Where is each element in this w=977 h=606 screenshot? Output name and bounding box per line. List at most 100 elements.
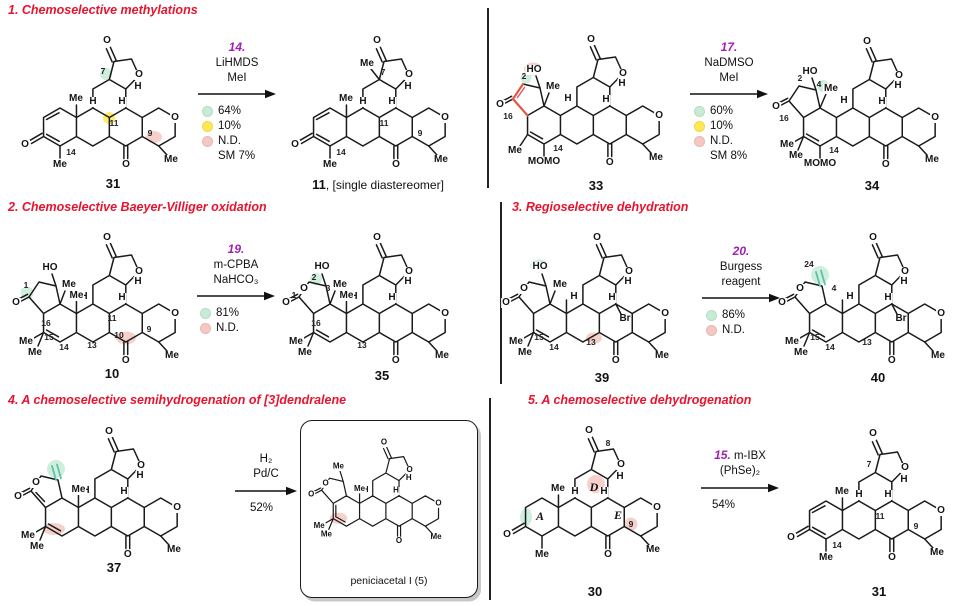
atom-label: Me	[338, 290, 355, 301]
bond-line	[51, 273, 57, 287]
locant-label: 8	[605, 437, 611, 448]
bond-line	[307, 331, 315, 347]
atom-label: O	[786, 532, 796, 543]
yield-value: 10%	[218, 120, 242, 133]
atom-label: H	[563, 93, 573, 104]
locant-label: 4	[816, 78, 822, 89]
atom-label: HO	[531, 261, 549, 272]
atom-label: O	[321, 479, 330, 488]
atom-label: Me	[166, 544, 182, 555]
atom-label: O	[20, 139, 30, 150]
yield-row: N.D.	[202, 135, 241, 147]
atom-label: O	[495, 99, 505, 110]
bond-line	[325, 518, 334, 524]
locant-label: 13	[87, 339, 97, 350]
atom-label: O	[930, 111, 941, 123]
compound-number-40: 40	[870, 370, 886, 385]
atom-label: Me	[433, 154, 449, 165]
atom-label: O	[660, 307, 671, 319]
atom-label: O	[372, 35, 382, 46]
yield-note: 54%	[712, 498, 736, 511]
yield-dot	[200, 307, 211, 319]
atom-label: O	[894, 69, 904, 81]
atom-label: O	[868, 428, 878, 439]
atom-label: H	[405, 473, 413, 483]
bond-line	[329, 290, 336, 305]
atom-label: Me	[338, 93, 354, 104]
bond-line	[647, 341, 658, 352]
step-line: 15. m-IBX	[714, 448, 766, 464]
atom-label: Me	[507, 145, 523, 156]
bond-line	[541, 273, 547, 287]
atom-label: O	[290, 139, 300, 150]
atom-label: O	[936, 504, 946, 516]
structure-overlay	[33, 273, 168, 352]
atom-label: Me	[793, 347, 809, 358]
atom-label: H	[617, 78, 627, 89]
structure-overlay	[511, 75, 652, 157]
reagent: m-CPBA	[213, 258, 259, 271]
atom-label: H	[877, 96, 887, 107]
atom-label: O	[121, 159, 131, 170]
bond-line	[615, 303, 622, 315]
bond-line	[427, 145, 438, 156]
bond-line	[793, 135, 805, 143]
atom-label: O	[584, 425, 594, 436]
locant-label: 13	[586, 336, 596, 347]
bond-line	[805, 133, 820, 142]
yield-value: 81%	[216, 307, 240, 320]
atom-label: O	[502, 529, 512, 540]
bond-line	[797, 135, 805, 151]
atom-label: Me	[297, 347, 313, 358]
highlight-green	[100, 68, 112, 80]
highlight-pink	[624, 517, 638, 531]
atom-label: O	[936, 307, 947, 319]
yield-dot	[200, 322, 211, 334]
step-number: 15.	[714, 448, 731, 462]
yield-value: N.D.	[722, 324, 745, 337]
highlight-pink	[586, 332, 602, 344]
atom-label: Me	[784, 336, 800, 347]
atom-label: MOMO	[526, 156, 562, 167]
compound-number-11: 11	[312, 177, 326, 192]
conditions: 14. LiHMDS MeI	[216, 40, 259, 85]
structure-overlay	[799, 269, 934, 352]
bond-line	[157, 145, 168, 156]
atom-label: O	[307, 490, 316, 499]
atom-label: Me	[353, 484, 366, 494]
atom-label: O	[31, 477, 41, 488]
yield-value: 86%	[722, 309, 746, 322]
step-number: 20.	[732, 244, 750, 258]
atom-label: H	[387, 292, 397, 303]
locant-label: 11	[875, 510, 885, 521]
reagent: (PhSe)₂	[719, 464, 761, 477]
atom-label: O	[777, 297, 787, 308]
compound-number-33: 33	[588, 178, 604, 193]
ring-letter-label: D	[589, 480, 599, 494]
bond-line	[803, 331, 811, 347]
locant-label: 11	[379, 117, 389, 128]
atom-label: O	[134, 265, 144, 277]
bond-line	[811, 505, 826, 514]
reagent: NaDMSO	[704, 56, 754, 69]
atom-label: H	[358, 96, 368, 107]
atom-label: O	[134, 69, 144, 80]
atom-label: Me	[29, 541, 45, 552]
yield-dot	[694, 120, 705, 132]
atom-label: Me	[645, 544, 661, 555]
atom-label: H	[623, 276, 633, 287]
atom-label: H	[893, 80, 903, 91]
locant-label: 7	[380, 66, 386, 77]
atom-label: Me	[552, 279, 568, 290]
yield-note-row: 52%	[240, 502, 273, 514]
atom-label: H	[899, 276, 909, 287]
atom-label: H	[117, 292, 127, 303]
atom-label: O	[616, 459, 626, 470]
locant-label: 14	[829, 144, 839, 155]
section-1-title: 1. Chemoselective methylations	[8, 3, 198, 17]
atom-label: O	[886, 355, 897, 366]
atom-label: Me	[68, 93, 84, 104]
yield-dot	[202, 135, 213, 147]
